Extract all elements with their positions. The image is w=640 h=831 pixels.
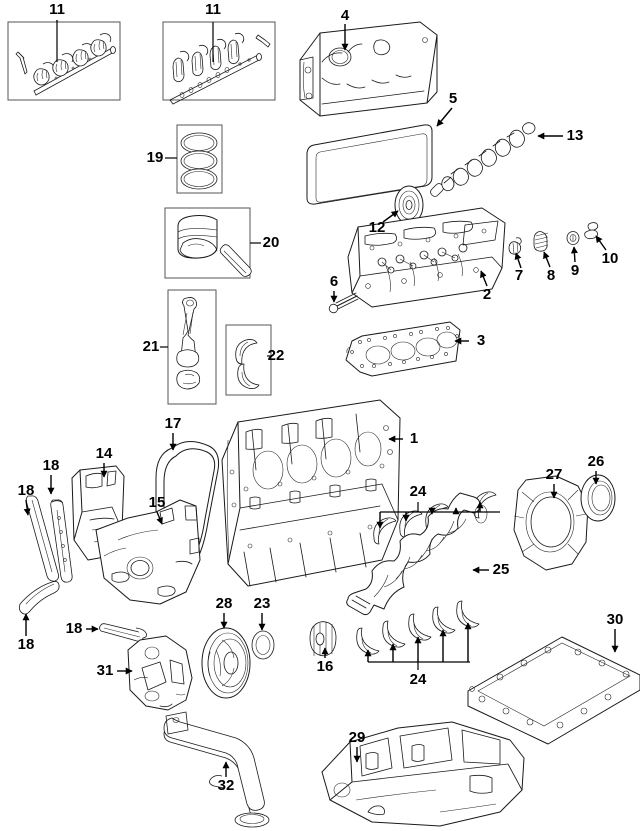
part-group-piston-rings [176,124,223,194]
part-chain-guide-rail [99,623,147,642]
part-oil-pump [127,635,193,711]
callout-11b: 11 [205,1,221,18]
callout-18c: 18 [18,636,35,653]
part-oil-pan-gasket [467,636,640,745]
callout-32: 32 [218,777,235,794]
part-chain-guide-short [50,499,73,583]
callout-31: 31 [97,662,114,679]
callout-17: 17 [165,415,182,432]
part-group-rod-bearings [225,324,272,396]
part-group-piston [164,207,252,279]
callout-12: 12 [369,219,386,236]
part-timing-cover-lower [95,499,201,605]
part-valve-spring [533,231,549,252]
callout-29: 29 [349,729,366,746]
callout-9: 9 [571,262,579,279]
part-rear-seal-retainer [513,475,589,571]
part-oil-pickup-tube [163,711,270,828]
part-crankshaft-damper-pulley [201,627,251,699]
part-cylinder-head [347,207,506,308]
part-valve-cover-gasket [306,124,433,205]
part-group-rocker-assembly-left [7,21,121,101]
callout-22: 22 [268,347,285,364]
callout-10: 10 [602,250,619,267]
callout-28: 28 [216,595,233,612]
callout-leaders [22,20,619,777]
callout-21: 21 [143,338,160,355]
callout-6: 6 [330,273,338,290]
callout-3: 3 [477,332,485,349]
callout-numbers: 11 11 4 5 13 19 12 20 7 8 9 10 2 6 3 21 … [18,1,624,794]
callout-27: 27 [546,466,563,483]
callout-18d: 18 [66,620,83,637]
callout-8: 8 [547,267,555,284]
callout-14: 14 [96,445,113,462]
callout-5: 5 [449,90,457,107]
part-front-crank-seal [251,630,275,660]
callout-13: 13 [567,127,584,144]
part-camshaft [430,122,536,197]
part-valve-stem-seal [508,237,522,255]
callout-25: 25 [493,561,510,578]
callout-15: 15 [149,494,166,511]
callout-20: 20 [263,234,280,251]
part-oil-pan [321,721,525,827]
part-head-dowel-bolt [328,292,359,314]
callout-11a: 11 [49,1,65,18]
callout-1: 1 [410,430,418,447]
callout-24b: 24 [410,671,427,688]
callout-2: 2 [483,286,491,303]
callout-23: 23 [254,595,271,612]
callout-18b: 18 [18,482,35,499]
part-camshaft-sprocket [394,185,424,225]
callout-16: 16 [317,658,334,675]
callout-26: 26 [588,453,605,470]
part-valve-keeper [584,222,599,240]
callout-30: 30 [607,611,624,628]
part-valve-cover [299,21,438,117]
callout-18a: 18 [43,457,60,474]
part-rear-main-seal [580,474,616,522]
part-chain-tensioner-arm [18,581,60,615]
callout-19: 19 [147,149,164,166]
part-engine-block [221,399,401,587]
callout-4: 4 [341,7,350,24]
part-group-rocker-assembly-right [162,21,276,105]
part-spring-retainer [566,231,580,245]
part-cylinder-head-gasket [345,321,461,377]
part-group-connecting-rod [167,289,217,405]
callout-24a: 24 [410,483,427,500]
callout-7: 7 [515,267,523,284]
part-crankshaft-sprocket [309,621,337,657]
